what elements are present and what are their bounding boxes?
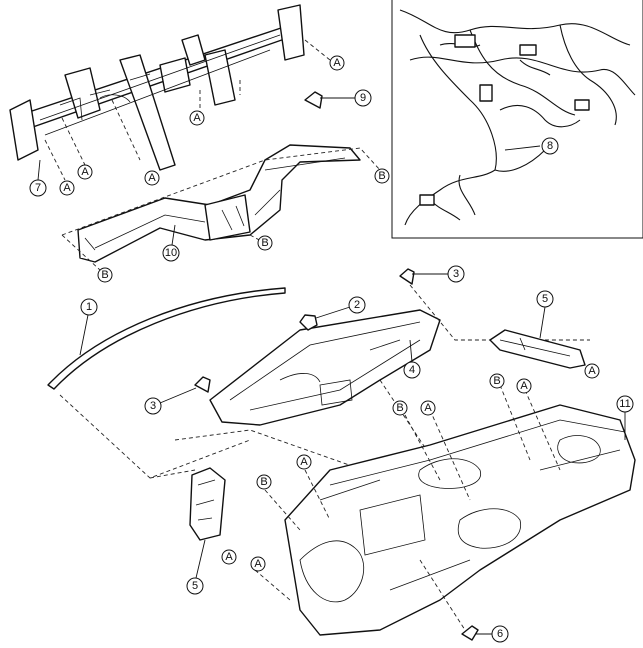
ref-b-2: B [257, 235, 273, 251]
harness-inset: 8 [391, 0, 643, 239]
ref-b-4-label: B [493, 375, 500, 387]
leader-7 [37, 159, 41, 181]
ref-a-8-label: A [520, 380, 528, 392]
clip-2 [299, 314, 318, 331]
callout-5a-label: 5 [542, 293, 548, 305]
callout-9-label: 9 [360, 92, 366, 104]
callout-2-label: 2 [354, 299, 360, 311]
air-duct [77, 144, 361, 263]
ref-a-1-label: A [333, 57, 341, 69]
ref-a-11-label: A [254, 558, 262, 570]
callout-5b-label: 5 [192, 580, 198, 592]
ref-b-3-label: B [101, 269, 108, 281]
ref-a-10-label: A [300, 456, 308, 468]
callout-11-label: 11 [619, 398, 630, 410]
ref-a-5: A [59, 180, 75, 196]
ref-a-5-label: A [63, 182, 71, 194]
wiring-harness [399, 9, 636, 226]
dashboard-panel [284, 404, 636, 636]
callout-7: 7 [29, 179, 47, 197]
ref-a-9: A [420, 400, 436, 416]
ref-a-4: A [144, 170, 160, 186]
bracket-5-right [489, 329, 586, 369]
clip-3-left [194, 376, 211, 393]
callout-5a: 5 [536, 290, 554, 308]
callout-3a: 3 [144, 397, 162, 415]
leader-4 [409, 339, 413, 363]
leader-5b [195, 539, 206, 579]
ref-a-4-label: A [148, 172, 156, 184]
ref-a-3-label: A [81, 166, 89, 178]
ref-b-6-label: B [260, 476, 267, 488]
callout-1-label: 1 [86, 301, 92, 313]
callout-10-label: 10 [165, 247, 177, 259]
leader-5a [539, 306, 546, 339]
trim-strip [47, 287, 286, 390]
ref-b-1-label: B [378, 170, 385, 182]
upper-duct-frame [209, 309, 441, 426]
ref-a-3: A [77, 164, 93, 180]
callout-5b: 5 [186, 577, 204, 595]
leader-3a [159, 387, 197, 404]
ref-a-7: A [221, 549, 237, 565]
callout-9: 9 [354, 89, 372, 107]
ref-a-6-label: A [588, 365, 596, 377]
callout-7-label: 7 [35, 182, 41, 194]
ref-b-1: B [374, 168, 390, 184]
ref-a-1: A [329, 55, 345, 71]
ref-b-5-label: B [396, 402, 403, 414]
callout-6-label: 6 [497, 628, 503, 640]
callout-6: 6 [491, 625, 509, 643]
ref-a-9-label: A [424, 402, 432, 414]
callout-3a-label: 3 [150, 400, 156, 412]
ref-a-11: A [250, 556, 266, 572]
callout-8-label: 8 [547, 140, 553, 152]
leader-2 [315, 306, 351, 319]
callout-1: 1 [80, 298, 98, 316]
ref-b-4: B [489, 373, 505, 389]
ref-a-2: A [189, 110, 205, 126]
ref-b-6: B [256, 474, 272, 490]
callout-8: 8 [541, 137, 559, 155]
leader-1 [79, 314, 89, 356]
callout-4: 4 [403, 361, 421, 379]
ref-b-5: B [392, 400, 408, 416]
ref-a-8: A [516, 378, 532, 394]
ref-b-2-label: B [261, 237, 268, 249]
ref-a-2-label: A [193, 112, 201, 124]
vent-clip-9 [304, 91, 323, 109]
panel-dashed [254, 384, 561, 631]
callout-3b: 3 [447, 265, 465, 283]
callout-2: 2 [348, 296, 366, 314]
inset-frame [391, 0, 643, 239]
ref-a-6: A [584, 363, 600, 379]
member-dashed-refs [44, 39, 331, 181]
fastener-6 [461, 625, 479, 641]
leader-10 [171, 224, 176, 246]
callout-10: 10 [162, 244, 180, 262]
bracket-5-left [189, 467, 226, 541]
clip-3-right [399, 268, 415, 285]
trim-dashed [59, 394, 251, 479]
callout-4-label: 4 [409, 364, 415, 376]
ref-b-3: B [97, 267, 113, 283]
ref-a-7-label: A [225, 551, 233, 563]
leader-8 [504, 145, 541, 151]
callout-3b-label: 3 [453, 268, 459, 280]
instrument-panel-member [9, 4, 305, 171]
callout-11: 11 [616, 395, 634, 413]
ref-a-10: A [296, 454, 312, 470]
